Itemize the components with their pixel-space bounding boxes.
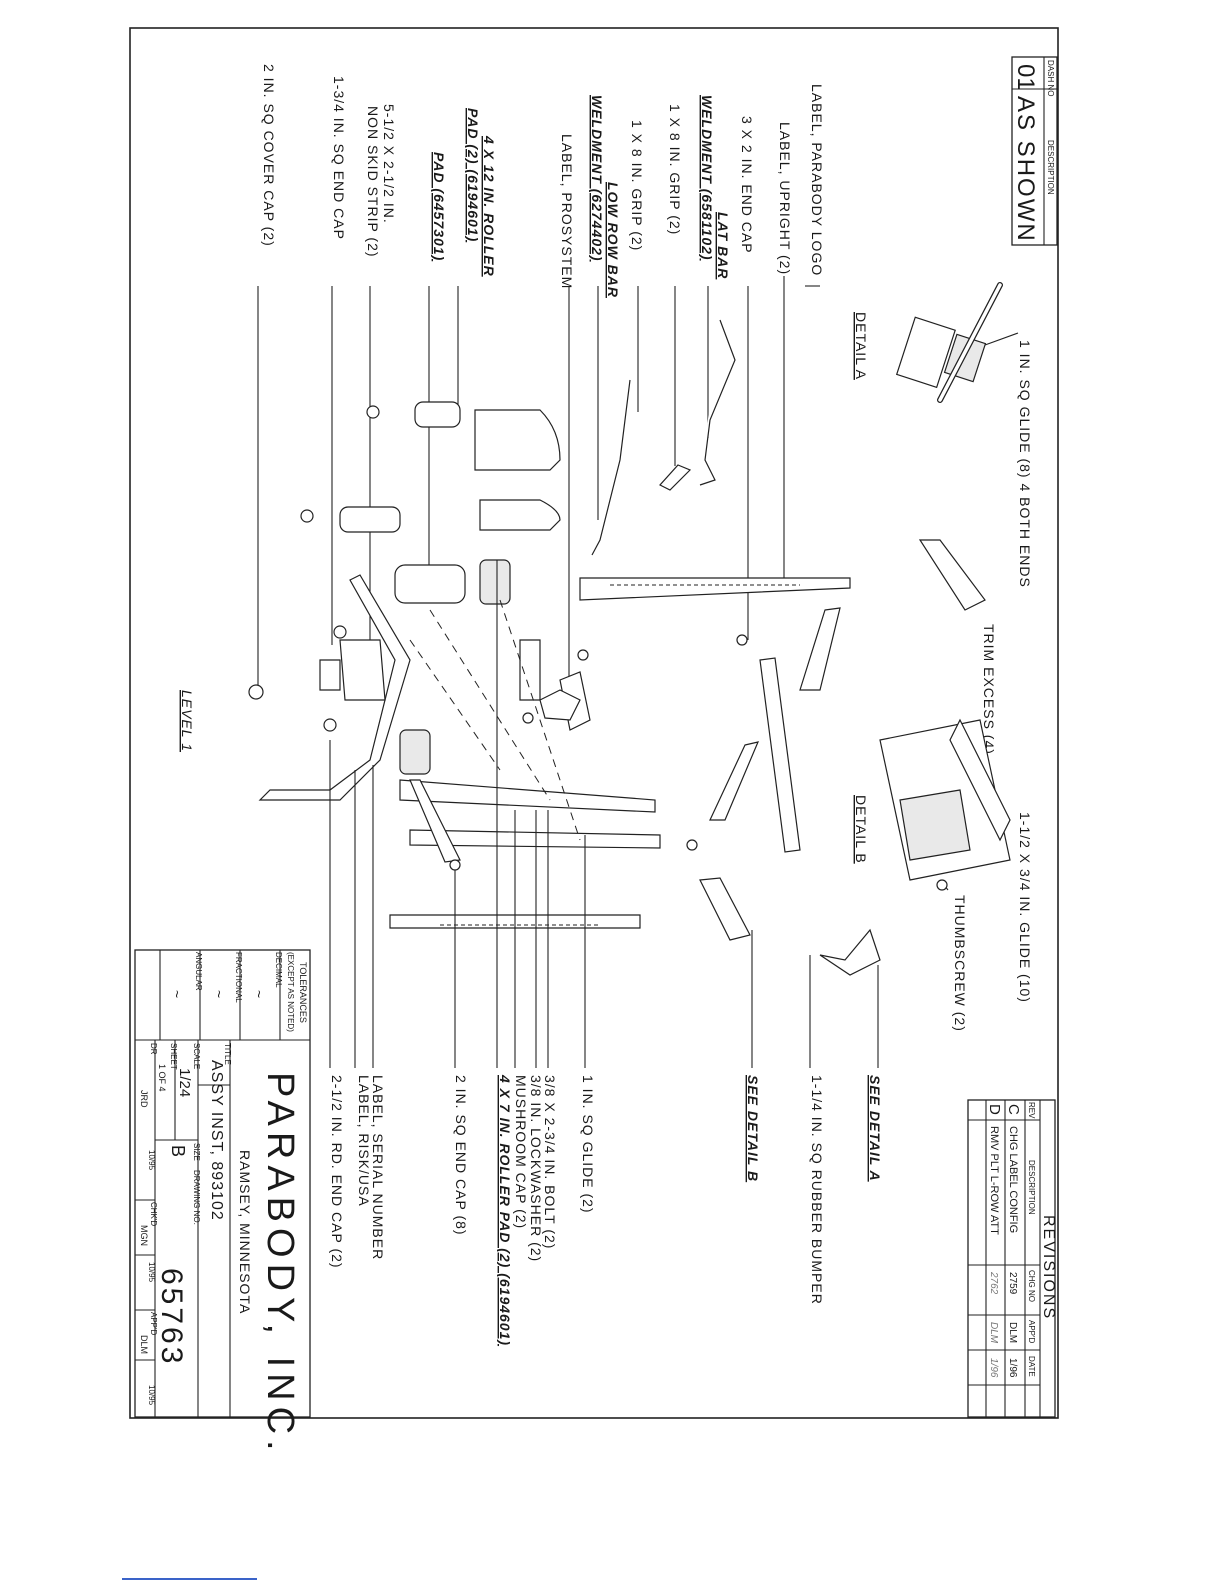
rev-d-appd: DLM [988, 1322, 999, 1344]
dash-no-header: DASH NO [1046, 60, 1055, 96]
callout-label: 1 IN. SQ GLIDE (2) [580, 1075, 596, 1214]
scale-label: SCALE [192, 1043, 201, 1069]
dash-no-value: 01 [1012, 64, 1039, 91]
appd-value: DLM [139, 1335, 149, 1354]
callout-label: LAT BAR [715, 212, 731, 279]
rev-c-letter: C [1005, 1104, 1022, 1115]
right-callouts: SEE DETAIL A 1-1/4 IN. SQ RUBBER BUMPER … [329, 1074, 883, 1346]
callout-label: 3/8 X 2-3/4 IN. BOLT (2) [542, 1075, 558, 1249]
dr-value: JRD [139, 1090, 149, 1108]
size-label: SIZE [192, 1143, 201, 1161]
callout-label: 2 IN. SQ COVER CAP (2) [261, 64, 277, 247]
rev-date-header: DATE [1027, 1356, 1036, 1377]
appd-date: 10/95 [147, 1385, 156, 1406]
dash-number-box: DASH NO DESCRIPTION 01 AS SHOWN [1011, 56, 1058, 246]
callout-label: LABEL, RISK/USA [356, 1075, 372, 1207]
drawing-border [129, 27, 1059, 1419]
thumbscrew-label: THUMBSCREW (2) [952, 895, 968, 1032]
callout-label: 3 X 2 IN. END CAP [739, 116, 755, 254]
callout-label: MUSHROOM CAP (2) [513, 1075, 529, 1229]
chkd-date: 10/95 [147, 1262, 156, 1283]
detail-a-group: DETAIL A 1 IN. SQ GLIDE (8) 4 BOTH ENDS [853, 282, 1033, 588]
callout-label: 2-1/2 IN. RD. END CAP (2) [329, 1075, 345, 1269]
rev-c-date: 1/96 [1007, 1358, 1018, 1378]
chkd-label: CHK'D [149, 1202, 158, 1226]
exploded-parts [248, 319, 986, 976]
rev-chg-no-header: CHG NO [1027, 1270, 1036, 1302]
callout-label: LABEL, PROSYSTEM [559, 134, 575, 289]
callout-label: 1-3/4 IN. SQ END CAP [331, 76, 347, 240]
callout-label: SEE DETAIL A [867, 1075, 883, 1182]
decimal-label: DECIMAL [274, 952, 283, 988]
company-location: RAMSEY, MINNESOTA [237, 1150, 253, 1314]
callout-label: WELDMENT (6581102) [699, 95, 715, 261]
callout-label: PAD (6457301) [431, 152, 447, 261]
size-value: B [168, 1145, 188, 1157]
callout-label: LABEL, PARABODY LOGO [809, 84, 825, 276]
appd-label: APP'D [149, 1312, 158, 1336]
fractional-label: FRACTIONAL [234, 952, 243, 1003]
left-leader-lines [257, 276, 820, 690]
callout-label: 1-1/4 IN. SQ RUBBER BUMPER [809, 1075, 825, 1305]
description-header: DESCRIPTION [1046, 140, 1055, 195]
title-block: PARABODY, INC. RAMSEY, MINNESOTA TITLE A… [134, 949, 311, 1457]
callout-label: SEE DETAIL B [745, 1075, 761, 1182]
callout-label: NON SKID STRIP (2) [365, 106, 381, 258]
rev-appd-header: APP'D [1027, 1320, 1036, 1344]
revisions-title: REVISIONS [1040, 1215, 1057, 1320]
rev-d-chg-no: 2762 [988, 1271, 999, 1295]
detail-b-title: DETAIL B [853, 795, 869, 864]
callout-label: 4 X 7 IN. ROLLER PAD (2) (6194601) [497, 1074, 513, 1346]
callout-label: WELDMENT (6274402) [589, 95, 605, 262]
rev-c-chg-no: 2759 [1007, 1272, 1018, 1295]
company-name: PARABODY, INC. [259, 1072, 301, 1457]
callout-label: 4 X 12 IN. ROLLER [481, 135, 497, 277]
revisions-block: REVISIONS REV DESCRIPTION CHG NO APP'D D… [967, 1099, 1057, 1418]
title-label: TITLE [223, 1043, 232, 1065]
right-leader-lines [329, 560, 879, 1068]
callout-label: 3/8 IN. LOCKWASHER (2) [528, 1075, 544, 1262]
callout-label: LABEL, SERIAL NUMBER [370, 1075, 386, 1260]
callout-label: PAD (2) (6194601) [465, 108, 481, 242]
rev-d-description: RMV PLT L-ROW ATT [988, 1126, 1000, 1235]
drawing-number: 65763 [155, 1268, 188, 1366]
sheet-value: 1 OF 4 [157, 1064, 167, 1092]
callout-label: 1 X 8 IN. GRIP (2) [629, 120, 645, 251]
tolerances-title: TOLERANCES [298, 962, 308, 1023]
callout-label: 1 X 8 IN. GRIP (2) [667, 104, 683, 235]
rev-description-header: DESCRIPTION [1027, 1160, 1036, 1215]
sheet-label: SHEET [169, 1043, 178, 1070]
rev-d-letter: D [986, 1104, 1003, 1115]
rev-d-date: 1/96 [988, 1358, 999, 1378]
detail-b-group: TRIM EXCESS (4) DETAIL B 1-1/2 X 3/4 IN.… [853, 624, 1033, 1032]
detail-a-glide-label: 1 IN. SQ GLIDE (8) 4 BOTH ENDS [1017, 340, 1033, 588]
rev-c-description: CHG LABEL CONFIG [1007, 1126, 1019, 1233]
callout-label: 5-1/2 X 2-1/2 IN. [381, 104, 397, 224]
detail-b-glide-label: 1-1/2 X 3/4 IN. GLIDE (10) [1017, 812, 1033, 1003]
rev-c-appd: DLM [1007, 1322, 1018, 1343]
drawing-title: ASSY INST, 893102 [208, 1060, 225, 1221]
fractional-value: ~ [211, 990, 227, 999]
dr-date: 10/95 [147, 1150, 156, 1171]
scale-value: 1/24 [176, 1068, 193, 1097]
angular-label: ANGULAR [194, 952, 203, 991]
callout-label: LABEL, UPRIGHT (2) [777, 122, 793, 275]
bottom-edge-mark [122, 1578, 257, 1580]
rev-header: REV [1027, 1102, 1036, 1119]
tolerances-note: (EXCEPT AS NOTED) [286, 952, 295, 1032]
left-callouts: LABEL, PARABODY LOGO LABEL, UPRIGHT (2) … [261, 64, 825, 298]
drawing-no-label: DRAWING NO. [192, 1170, 201, 1225]
description-value: AS SHOWN [1012, 96, 1039, 243]
chkd-value: MGN [139, 1225, 149, 1246]
level-label: LEVEL 1 [179, 690, 195, 752]
callout-label: LOW ROW BAR [605, 182, 621, 298]
trim-excess-label: TRIM EXCESS (4) [981, 624, 997, 755]
detail-a-title: DETAIL A [853, 312, 869, 380]
dr-label: DR [149, 1043, 158, 1055]
decimal-value: ~ [251, 990, 267, 999]
callout-label: 2 IN. SQ END CAP (8) [453, 1075, 469, 1236]
angular-value: ~ [169, 990, 185, 999]
